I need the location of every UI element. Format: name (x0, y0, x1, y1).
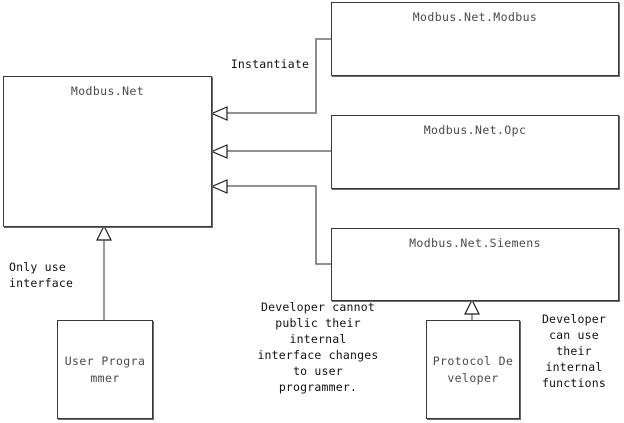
class-box-modbus-net-label: Modbus.Net (70, 84, 145, 98)
class-box-modbus-net-siemens-label: Modbus.Net.Siemens (409, 236, 541, 250)
connector-core-to-siemens (210, 179, 331, 265)
note-developer-cannot-public: Developer cannot public their internal i… (257, 300, 379, 394)
class-box-modbus-net-siemens[interactable]: Modbus.Net.Siemens (331, 228, 619, 301)
actor-box-protocol-developer[interactable]: Protocol Developer (426, 320, 520, 419)
class-box-modbus-net[interactable]: Modbus.Net (3, 76, 212, 227)
connector-core-to-opc (210, 144, 331, 159)
actor-box-protocol-developer-label: Protocol Developer (432, 353, 514, 385)
note-developer-can-use: Developer can use their internal functio… (541, 312, 607, 390)
connector-core-to-modbus (210, 38, 331, 121)
class-box-modbus-net-opc[interactable]: Modbus.Net.Opc (331, 115, 619, 189)
class-box-modbus-net-modbus[interactable]: Modbus.Net.Modbus (331, 2, 619, 76)
note-only-use-interface: Only use interface (9, 260, 74, 290)
class-box-modbus-net-modbus-label: Modbus.Net.Modbus (412, 10, 538, 24)
note-instantiate: Instantiate (230, 57, 310, 71)
connector-protocol-to-siemens (464, 298, 480, 320)
actor-box-user-programmer-label: User Programmer (64, 353, 146, 385)
class-box-modbus-net-opc-label: Modbus.Net.Opc (423, 123, 527, 137)
actor-box-user-programmer[interactable]: User Programmer (57, 320, 153, 419)
